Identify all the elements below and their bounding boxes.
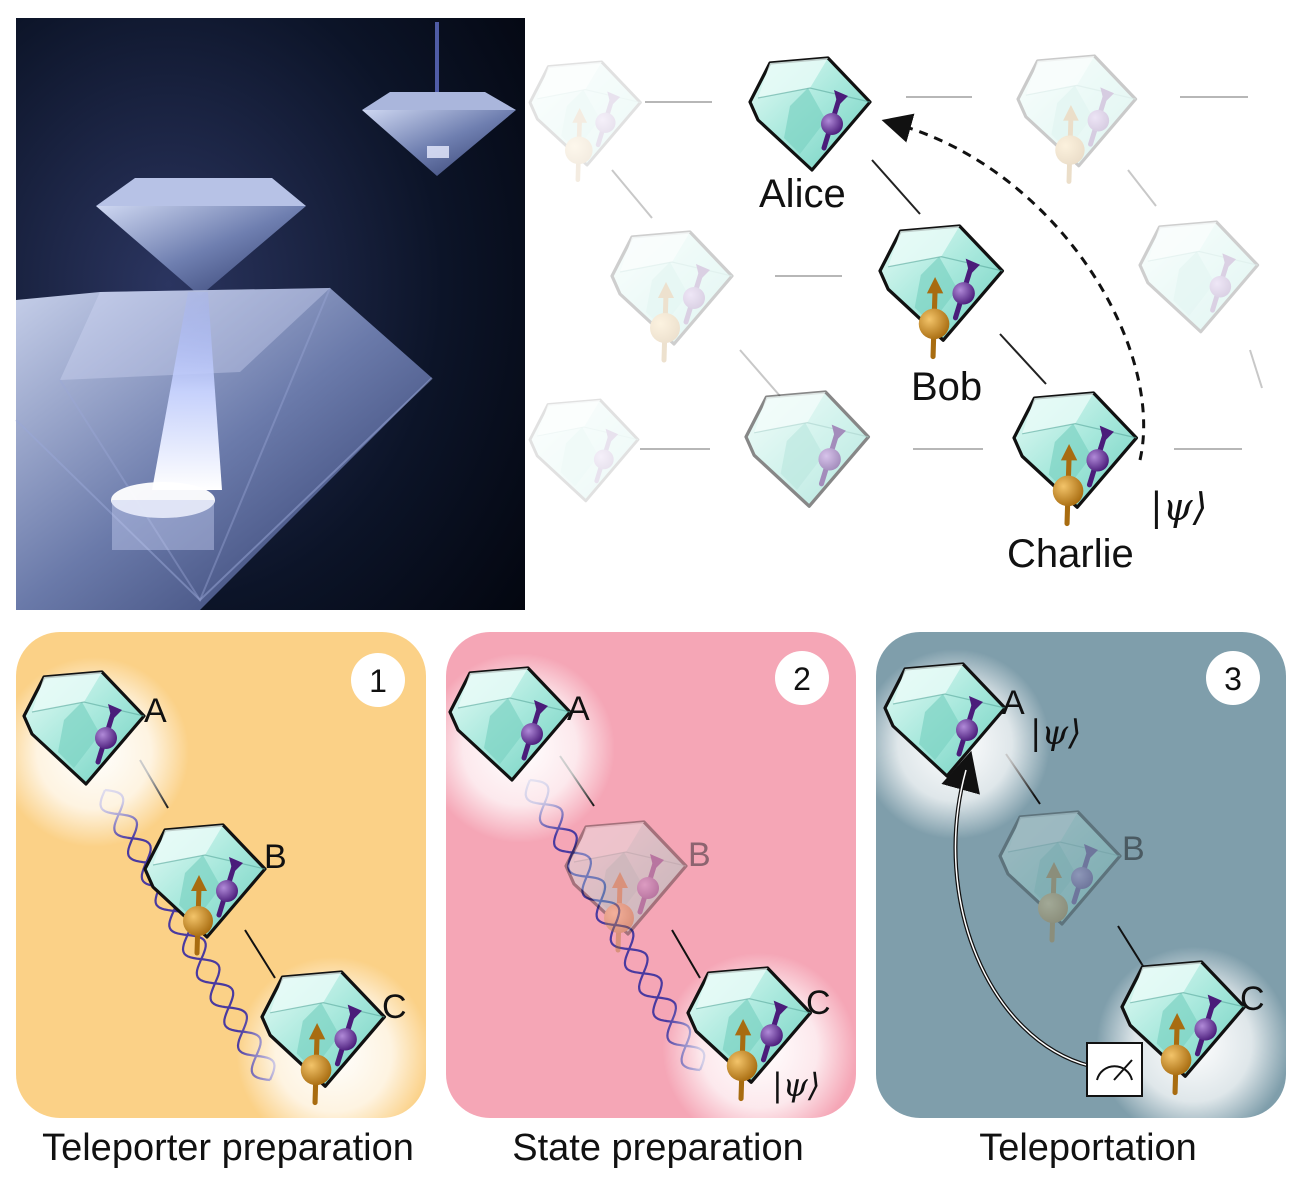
diamond-node-icon [748, 56, 872, 172]
diamond-node-icon [528, 60, 642, 183]
diamond-node-icon [528, 398, 640, 503]
electron-spin-icon [595, 112, 616, 133]
diamond-node-icon [998, 810, 1122, 943]
diamond-node-icon [236, 956, 431, 1151]
middle-gem-icon [96, 178, 306, 296]
diamond-photo [15, 18, 525, 610]
diamond-node-icon [425, 653, 615, 843]
caption-1: Teleporter preparation [42, 1127, 414, 1169]
nuclear-spin-icon [1055, 135, 1085, 165]
electron-spin-icon [956, 719, 978, 741]
caption-2: State preparation [512, 1127, 804, 1169]
node-a-label: A [1002, 684, 1025, 722]
state-label: |ψ⟩ [1030, 713, 1081, 753]
caption-3: Teleportation [979, 1127, 1197, 1169]
diamond-node-icon [1012, 391, 1139, 527]
diamond-node-icon [744, 390, 871, 508]
diamond-node-icon [662, 952, 857, 1147]
step-badge-1: 1 [369, 663, 387, 699]
electron-spin-icon [1086, 449, 1109, 472]
nuclear-spin-icon [1160, 1044, 1192, 1076]
network-diagram: Alice Bob Charlie |ψ⟩ [528, 54, 1263, 576]
electron-spin-icon [821, 113, 843, 135]
teleport-arrow-icon [881, 113, 1146, 461]
electron-spin-icon [1071, 867, 1093, 889]
nuclear-spin-icon [183, 906, 213, 936]
electron-spin-icon [952, 282, 975, 305]
electron-spin-icon [637, 877, 659, 899]
node-c-label: C [382, 988, 407, 1026]
electron-spin-icon [818, 448, 841, 471]
electron-spin-icon [1194, 1018, 1217, 1041]
small-gem-icon [362, 22, 516, 176]
diamond-node-icon [878, 224, 1005, 360]
diamond-node-icon [0, 657, 189, 847]
diamond-node-icon [143, 823, 267, 956]
node-b-label: B [264, 838, 287, 876]
diamond-node-icon [1016, 54, 1138, 184]
electron-spin-icon [521, 723, 543, 745]
nuclear-spin-icon [918, 308, 950, 340]
node-b-label: B [1122, 830, 1145, 868]
nuclear-spin-icon [726, 1050, 758, 1082]
electron-spin-icon [760, 1024, 783, 1047]
node-b-label: B [688, 836, 711, 874]
measurement-meter-icon [1086, 1042, 1143, 1097]
nuclear-spin-icon [564, 136, 593, 165]
nuclear-spin-icon [300, 1054, 332, 1086]
panel-3: 3 A |ψ⟩ B C [860, 632, 1291, 1141]
electron-spin-icon [95, 727, 117, 749]
step-badge-2: 2 [793, 661, 811, 697]
node-c-label: C [1240, 980, 1265, 1018]
bob-label: Bob [911, 365, 982, 409]
step-badge-3: 3 [1224, 661, 1242, 697]
node-c-label: C [806, 984, 831, 1022]
panel-2: 2 A B C |ψ⟩ [425, 632, 857, 1147]
node-a-label: A [567, 690, 590, 728]
light-beam [152, 292, 222, 490]
panel-1: 1 A B C [0, 632, 431, 1151]
electron-spin-icon [216, 880, 238, 902]
charlie-label: Charlie [1007, 532, 1134, 576]
nuclear-spin-icon [1038, 893, 1068, 923]
diamond-node-icon [610, 230, 734, 363]
nuclear-spin-icon [650, 313, 680, 343]
charlie-state-label: |ψ⟩ [1150, 485, 1207, 529]
electron-spin-icon [683, 287, 705, 309]
alice-label: Alice [759, 172, 846, 216]
diamond-node-icon [564, 820, 688, 953]
diamond-node-icon [1138, 220, 1260, 334]
node-a-label: A [144, 692, 167, 730]
diamond-node-icon [860, 649, 1050, 839]
diamond-node-icon [1096, 946, 1291, 1141]
electron-spin-icon [1087, 109, 1110, 132]
electron-spin-icon [1209, 275, 1232, 298]
nuclear-spin-icon [604, 903, 634, 933]
electron-spin-icon [593, 449, 614, 470]
nuclear-spin-icon [1052, 475, 1084, 507]
electron-spin-icon [334, 1028, 357, 1051]
state-label: |ψ⟩ [772, 1066, 820, 1104]
